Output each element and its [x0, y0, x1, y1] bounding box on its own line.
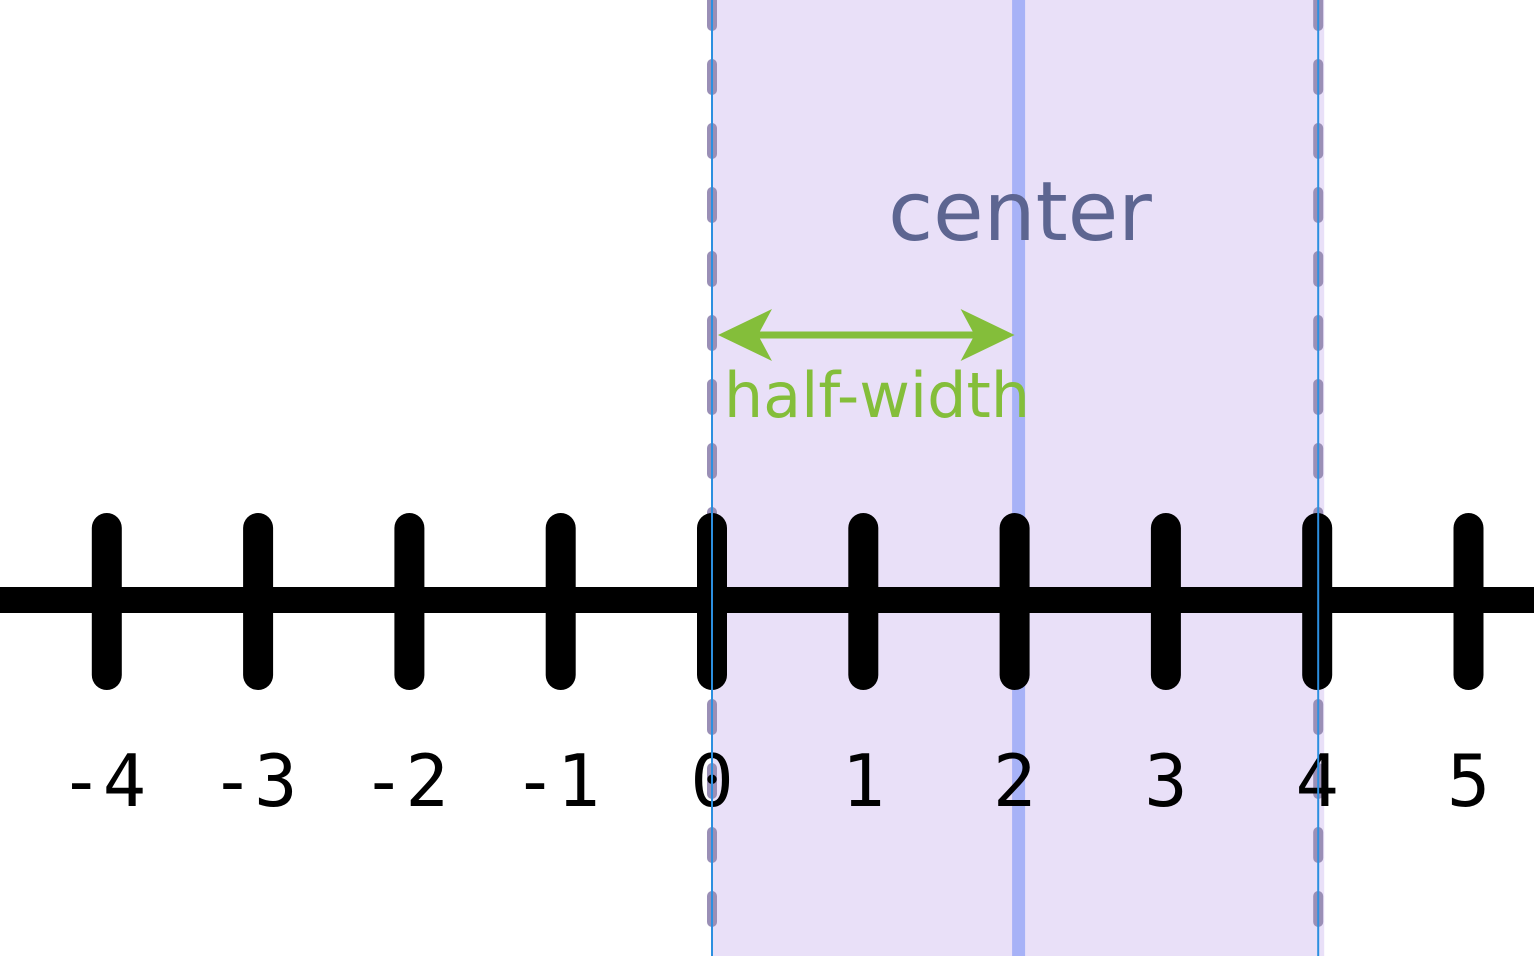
- axis-tick-label-1: 1: [842, 739, 885, 823]
- axis-tick-label-3: 3: [1144, 739, 1187, 823]
- center-label: center: [888, 165, 1152, 260]
- axis-tick-label--1: -1: [513, 739, 600, 823]
- axis-tick-label--4: -4: [59, 739, 146, 823]
- half-width-arrow: [718, 309, 1015, 361]
- axis-tick-label-5: 5: [1447, 739, 1490, 823]
- axis-tick-label-2: 2: [993, 739, 1036, 823]
- half-width-label: half-width: [724, 359, 1030, 432]
- arrow-head-right: [960, 309, 1015, 361]
- axis-tick-label--3: -3: [211, 739, 298, 823]
- arrow-head-left: [718, 309, 772, 361]
- axis-tick-label--2: -2: [362, 739, 449, 823]
